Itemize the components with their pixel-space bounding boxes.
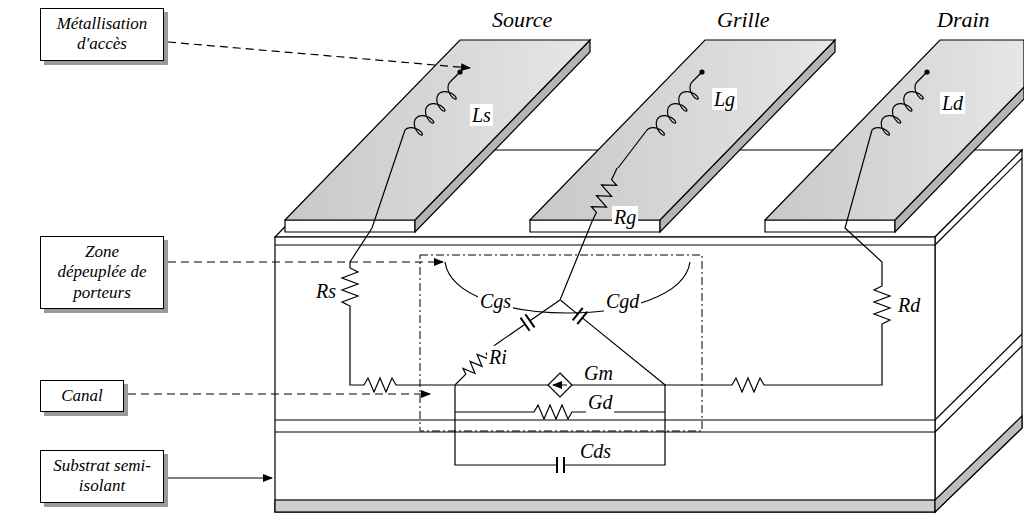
inductor-symbol	[405, 82, 456, 135]
resistor-symbol	[342, 262, 358, 312]
leader-arrow	[168, 42, 470, 68]
callout-text: Canal	[49, 386, 115, 406]
drain-strip	[765, 40, 1024, 232]
component-label: Rs	[314, 280, 338, 302]
leader-arrow	[168, 261, 443, 262]
callout-box: Substrat semi-isolant	[40, 450, 164, 503]
component-label: Cgd	[604, 290, 641, 312]
component-label: Lg	[712, 88, 737, 110]
block-front	[275, 237, 935, 512]
current-source-symbol	[548, 373, 572, 397]
component-label: Ri	[487, 346, 509, 368]
component-label: Ld	[940, 92, 965, 114]
block-side	[935, 150, 1022, 512]
callout-text: Métallisation d'accès	[49, 14, 155, 55]
callout-box: Zone dépeuplée de porteurs	[40, 236, 164, 309]
resistor-symbol	[874, 280, 890, 330]
resistor-symbol	[530, 405, 576, 419]
component-label: Rg	[612, 206, 638, 228]
callout-text: Substrat semi-isolant	[49, 456, 155, 497]
capacitor-symbol	[556, 457, 558, 473]
inductor-symbol	[647, 82, 698, 135]
component-label: Gm	[582, 362, 615, 384]
component-label: Rd	[896, 294, 922, 316]
terminal-name: Grille	[715, 8, 772, 32]
component-label: Cds	[578, 440, 613, 462]
leader-arrow	[168, 477, 272, 478]
source-strip	[285, 40, 590, 232]
intrinsic-region	[420, 255, 702, 431]
component-label: Gd	[586, 391, 614, 413]
callout-box: Métallisation d'accès	[40, 8, 164, 61]
callout-box: Canal	[40, 380, 124, 412]
callout-text: Zone dépeuplée de porteurs	[49, 242, 155, 303]
component-label: Cgs	[478, 290, 513, 312]
terminal-name: Source	[490, 8, 554, 32]
terminal-name: Drain	[935, 8, 992, 32]
leader-arrow	[128, 393, 430, 394]
resistor-symbol	[728, 378, 770, 392]
component-label: Ls	[470, 104, 493, 126]
inductor-symbol	[872, 82, 923, 135]
resistor-symbol	[360, 378, 402, 392]
